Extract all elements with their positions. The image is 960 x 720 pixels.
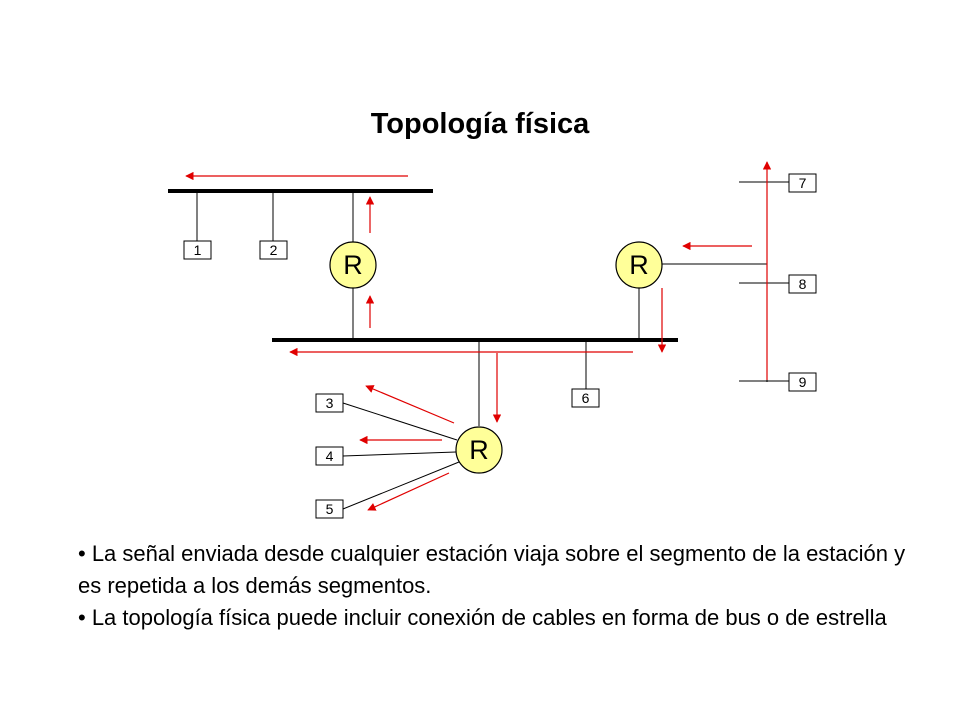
station-label: 3 (326, 395, 334, 411)
repeater-bottom: R (455, 426, 503, 474)
repeater-label: R (469, 435, 489, 465)
slide-title: Topología física (370, 108, 590, 140)
station-5: 5 (315, 499, 344, 519)
repeater-top-left: R (329, 241, 377, 289)
bullet-list: • La señal enviada desde cualquier estac… (78, 538, 918, 634)
station-label: 1 (194, 242, 202, 258)
star-wire-3 (342, 402, 458, 441)
bullet-item-2: • La topología física puede incluir cone… (78, 605, 887, 630)
station-8: 8 (788, 274, 817, 294)
station-4: 4 (315, 446, 344, 466)
station-6: 6 (571, 388, 600, 408)
star-wire-5 (342, 461, 460, 510)
station-2: 2 (259, 240, 288, 260)
station-label: 2 (270, 242, 278, 258)
repeater-label: R (343, 250, 363, 280)
repeater-top-right: R (615, 241, 663, 289)
station-7: 7 (788, 173, 817, 193)
station-9: 9 (788, 372, 817, 392)
station-3: 3 (315, 393, 344, 413)
station-label: 7 (799, 175, 807, 191)
station-label: 4 (326, 448, 334, 464)
station-label: 5 (326, 501, 334, 517)
station-label: 9 (799, 374, 807, 390)
signal-arrow-to-station-5 (367, 472, 450, 511)
station-label: 6 (582, 390, 590, 406)
station-1: 1 (183, 240, 212, 260)
star-wire-4 (342, 451, 457, 457)
repeater-label: R (629, 250, 649, 280)
signal-arrow-to-station-3 (365, 385, 455, 424)
bullet-item-1: • La señal enviada desde cualquier estac… (78, 541, 906, 598)
station-label: 8 (799, 276, 807, 292)
